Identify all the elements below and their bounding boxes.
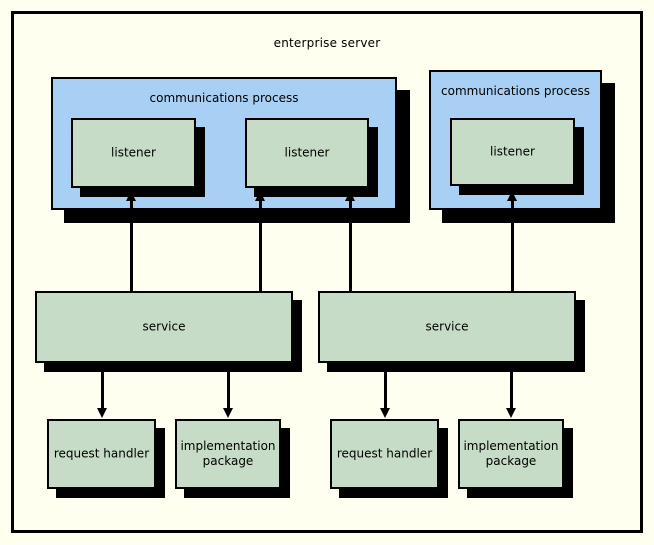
arrowhead-service2-request-handler2 bbox=[380, 408, 390, 418]
arrowhead-service2-listener3 bbox=[507, 191, 517, 201]
communications-process-1-label: communications process bbox=[149, 91, 299, 105]
service-1-label: service bbox=[142, 319, 186, 334]
implementation-package-1-line2: package bbox=[202, 454, 254, 468]
connector-service1-implementation-package1 bbox=[227, 372, 230, 410]
listener-1-label: listener bbox=[111, 145, 156, 160]
listener-2[interactable]: listener bbox=[245, 118, 369, 188]
connector-service1-listener2 bbox=[259, 196, 262, 291]
implementation-package-2[interactable]: implementation package bbox=[458, 419, 564, 489]
connector-service2-implementation-package2 bbox=[510, 372, 513, 410]
listener-3[interactable]: listener bbox=[450, 118, 575, 186]
request-handler-2[interactable]: request handler bbox=[330, 419, 439, 489]
request-handler-1[interactable]: request handler bbox=[47, 419, 156, 489]
connector-service1-listener1 bbox=[130, 196, 133, 291]
request-handler-2-label: request handler bbox=[336, 446, 433, 461]
arrowhead-service2-implementation-package2 bbox=[506, 408, 516, 418]
implementation-package-2-line1: implementation bbox=[463, 439, 559, 453]
connector-service2-listener2 bbox=[349, 196, 352, 291]
arrowhead-service1-listener2 bbox=[255, 191, 265, 201]
listener-1[interactable]: listener bbox=[71, 118, 196, 188]
page-title: enterprise server bbox=[273, 36, 381, 50]
service-1[interactable]: service bbox=[35, 291, 293, 363]
arrowhead-service2-listener2 bbox=[345, 191, 355, 201]
communications-process-2-label: communications process bbox=[441, 84, 590, 98]
connector-service2-listener3 bbox=[511, 196, 514, 291]
arrowhead-service1-implementation-package1 bbox=[223, 408, 233, 418]
implementation-package-2-line2: package bbox=[485, 454, 537, 468]
service-2[interactable]: service bbox=[318, 291, 576, 363]
arrowhead-service1-listener1 bbox=[126, 191, 136, 201]
implementation-package-1-line1: implementation bbox=[180, 439, 276, 453]
service-2-label: service bbox=[425, 319, 469, 334]
request-handler-1-label: request handler bbox=[53, 446, 150, 461]
implementation-package-1-label: implementation package bbox=[177, 439, 279, 469]
listener-2-label: listener bbox=[284, 145, 330, 160]
implementation-package-1[interactable]: implementation package bbox=[175, 419, 281, 489]
listener-3-label: listener bbox=[490, 144, 535, 159]
connector-service2-request-handler2 bbox=[384, 372, 387, 410]
connector-service1-request-handler1 bbox=[101, 372, 104, 410]
arrowhead-service1-request-handler1 bbox=[97, 408, 107, 418]
implementation-package-2-label: implementation package bbox=[460, 439, 562, 469]
